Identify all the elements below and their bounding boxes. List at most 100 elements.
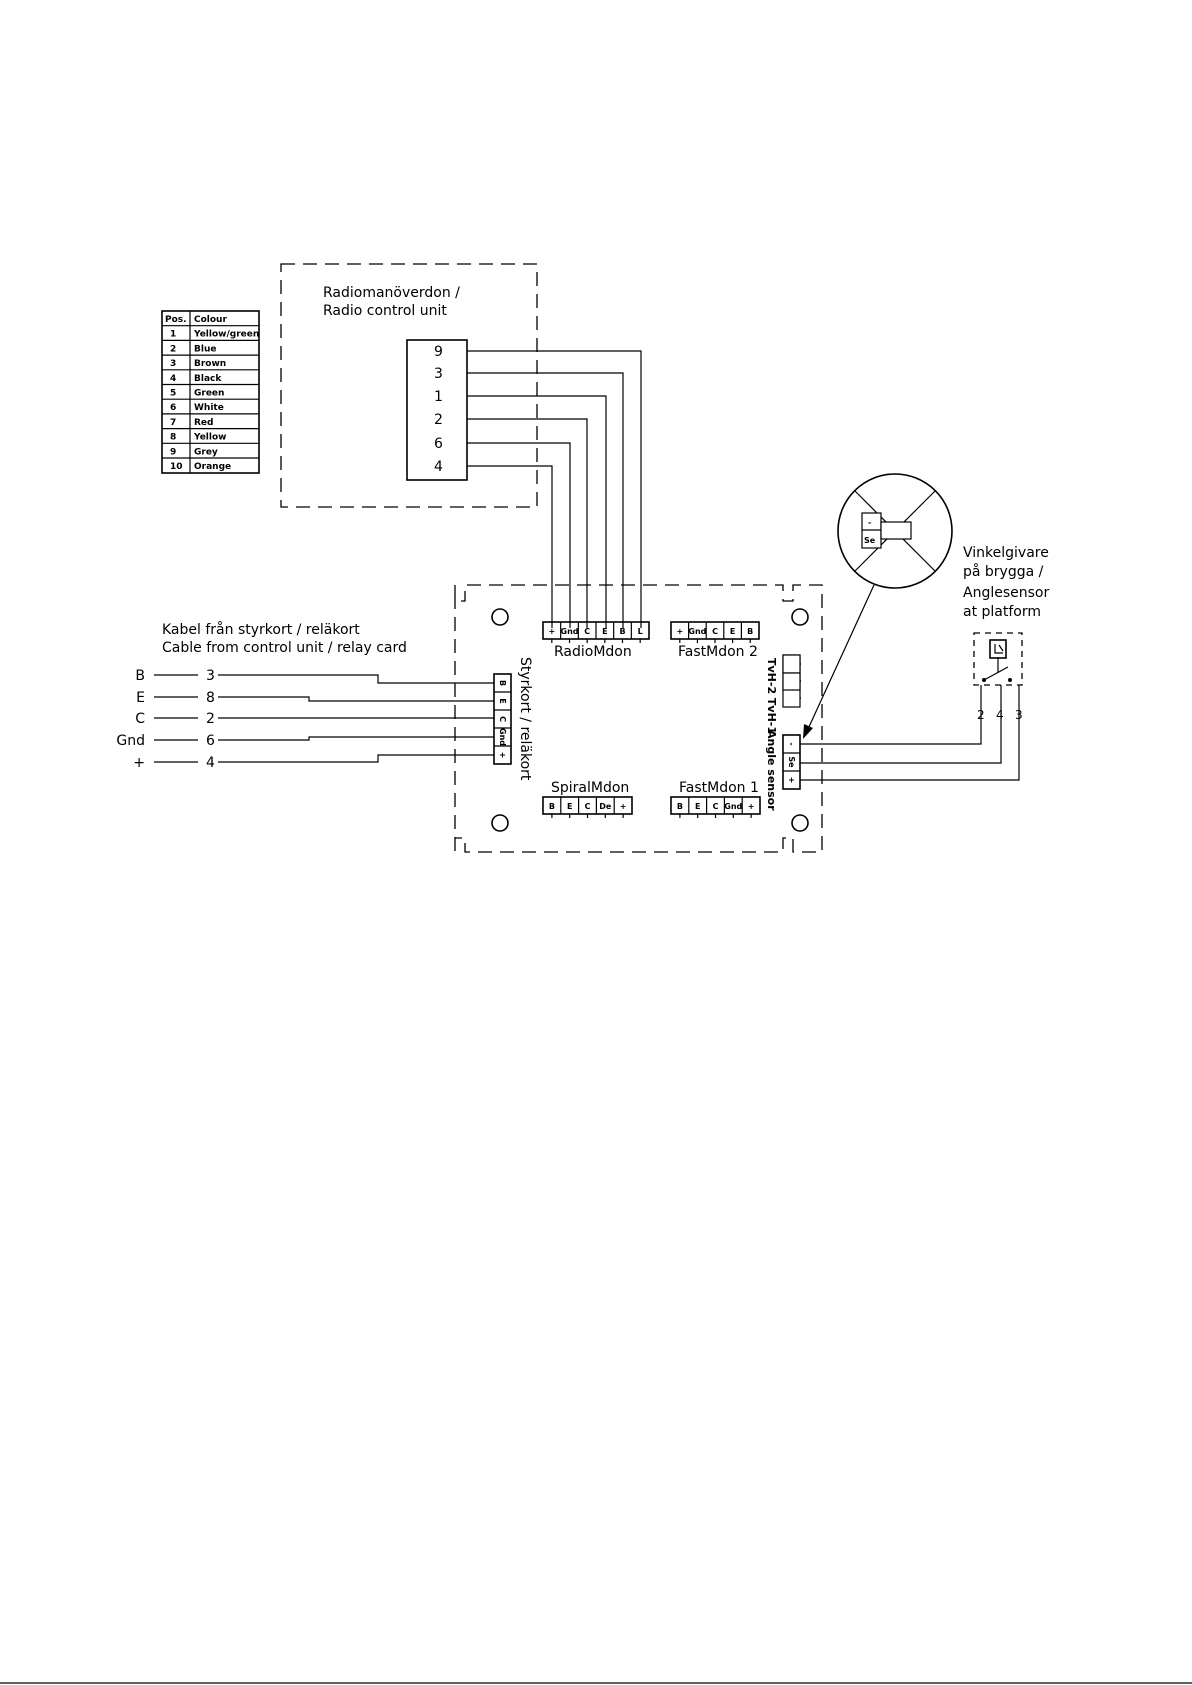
- angle-conn-pin: Se: [787, 756, 796, 768]
- radio-unit-title-1: Radiomanöverdon /: [323, 285, 460, 301]
- wire-3: [467, 372, 624, 628]
- styrkort-pin: +: [498, 752, 507, 759]
- colour-table-pos: 9: [170, 447, 176, 457]
- colour-table-colour: Blue: [194, 344, 216, 354]
- cable-signal-label: +: [133, 755, 145, 771]
- cable-wire-number: 4: [206, 755, 215, 771]
- sensor-wire-plus: [800, 685, 1020, 781]
- colour-table-header-pos: Pos.: [165, 315, 187, 325]
- radiomdon-pin: +: [548, 627, 555, 636]
- colour-table-colour: Grey: [194, 447, 218, 457]
- sensor-wires: [800, 685, 1020, 781]
- spiralmdon-pin: E: [567, 802, 572, 811]
- mount-hole-bl: [491, 814, 509, 832]
- colour-table-colour: Red: [194, 418, 213, 428]
- colour-table-colour: White: [194, 403, 224, 413]
- colour-table-pos: 3: [170, 359, 176, 369]
- fastmdon2-label: FastMdon 2: [678, 644, 758, 660]
- sensor-label-4: at platform: [963, 604, 1041, 620]
- detail-plug: [880, 521, 912, 540]
- radiomdon-pin: E: [602, 627, 607, 636]
- radiomdon-pin: Gnd: [561, 627, 579, 636]
- spiralmdon-pin: C: [585, 802, 591, 811]
- colour-table-colour: Yellow: [193, 433, 226, 443]
- colour-table-pos: 2: [170, 344, 176, 354]
- wire-1: [467, 395, 607, 628]
- wire-9: [467, 350, 642, 628]
- fastmdon1-pin: +: [748, 802, 755, 811]
- styrkort-pin: Gnd: [498, 728, 507, 746]
- sensor-label-1: Vinkelgivare: [963, 545, 1049, 561]
- sensor-label-2: på brygga /: [963, 563, 1044, 580]
- fastmdon1-pin: B: [677, 802, 683, 811]
- radio-unit-terminal-block: [406, 339, 468, 481]
- colour-table-colour: Orange: [194, 462, 231, 472]
- spiralmdon-pin: De: [599, 802, 612, 811]
- radio-unit-terminal-number: 1: [434, 389, 443, 405]
- wire-6: [467, 442, 571, 628]
- fastmdon2-pin: E: [730, 627, 735, 636]
- fastmdon1-pin: E: [695, 802, 700, 811]
- colour-table-colour: Brown: [194, 359, 226, 369]
- fastmdon1-connector: B E C Gnd +: [670, 796, 761, 818]
- colour-table-pos: 1: [170, 330, 176, 340]
- colour-table-pos: 8: [170, 433, 176, 443]
- angle-sensor-device: [973, 632, 1023, 686]
- sensor-wire-minus: [800, 685, 982, 745]
- colour-table-pos: 10: [170, 462, 183, 472]
- radio-unit-terminal-number: 2: [434, 412, 443, 428]
- cable-signal-label: E: [136, 690, 145, 706]
- radio-unit-terminal-number: 3: [434, 366, 443, 382]
- angle-conn-pin: +: [787, 777, 796, 784]
- radiomdon-pin: L: [638, 627, 643, 636]
- radio-unit-terminal-number: 9: [434, 344, 443, 360]
- fastmdon1-pin: Gnd: [724, 802, 742, 811]
- mount-hole-tr: [791, 608, 809, 626]
- tvh-block: [782, 654, 801, 708]
- cable-wire-number: 3: [206, 668, 215, 684]
- sensor-label-3: Anglesensor: [963, 585, 1049, 601]
- cable-wire: [218, 696, 494, 702]
- colour-table-pos: 7: [170, 418, 176, 428]
- spiralmdon-pin: +: [620, 802, 627, 811]
- mount-hole-br: [791, 814, 809, 832]
- cable-wire: [218, 754, 494, 763]
- angle-sensor-connector: -Se+: [782, 734, 801, 790]
- cable-wire: [218, 674, 494, 684]
- colour-table-colour: Green: [194, 389, 224, 399]
- cable-wire-number: 2: [206, 711, 215, 727]
- colour-table-frame: [161, 310, 260, 474]
- cable-wire-number: 6: [206, 733, 215, 749]
- angle-sensor-symbol: [989, 639, 1007, 659]
- styrkort-label: Styrkort / reläkort: [517, 657, 533, 781]
- detail-pin-minus: -: [868, 518, 871, 527]
- cable-signal-label: Gnd: [116, 733, 145, 749]
- cable-title-2: Cable from control unit / relay card: [162, 640, 407, 656]
- fastmdon2-pin: C: [712, 627, 718, 636]
- fastmdon1-pin: C: [713, 802, 719, 811]
- fastmdon2-pin: Gnd: [688, 627, 706, 636]
- radio-wires: [467, 350, 642, 628]
- wire-4: [467, 465, 553, 628]
- cable-signal-label: C: [135, 711, 145, 727]
- cable-wire: [218, 717, 495, 719]
- mount-hole-tl: [491, 608, 509, 626]
- detail-circle: - Se: [803, 473, 953, 739]
- fastmdon2-pin: B: [747, 627, 753, 636]
- radio-unit-title-2: Radio control unit: [323, 303, 447, 319]
- sensor-wire-se: [800, 685, 1002, 764]
- styrkort-pin: E: [498, 698, 507, 703]
- switch-icon: [983, 666, 1009, 681]
- radio-unit-terminal-number: 6: [434, 436, 443, 452]
- detail-arrow-head: [803, 724, 813, 739]
- cable-wire: [218, 736, 494, 741]
- cable-title-1: Kabel från styrkort / reläkort: [162, 621, 360, 638]
- colour-table-pos: 4: [170, 374, 176, 384]
